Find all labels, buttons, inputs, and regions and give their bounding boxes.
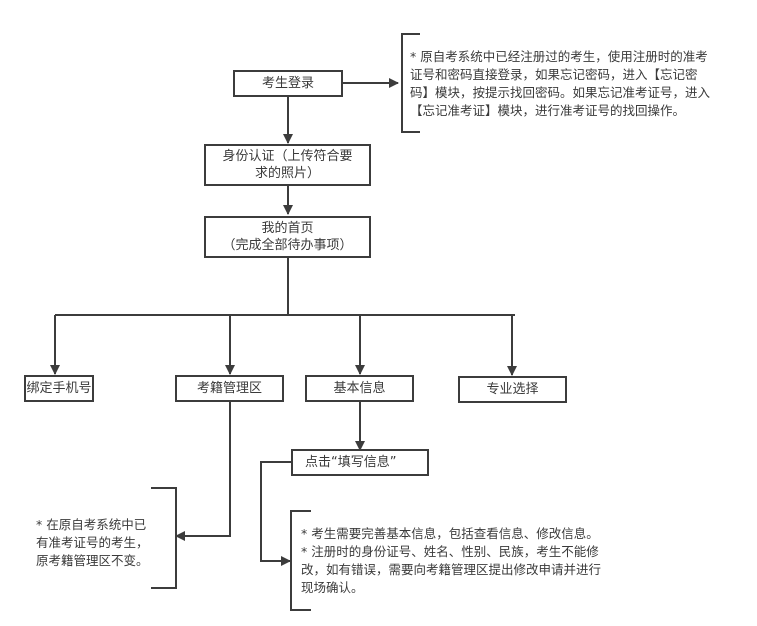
node-login: 考生登录	[233, 70, 343, 97]
node-registry-area-label: 考籍管理区	[196, 381, 262, 396]
note-registry-line: 有准考证号的考生，	[36, 535, 149, 550]
node-identity-verification: 身份认证（上传符合要 求的照片）	[204, 144, 371, 186]
note-login-line: * 原自考系统中已经注册过的考生，使用注册时的准考	[410, 49, 708, 64]
node-home-line2: （完成全部待办事项）	[222, 238, 353, 253]
arrow-click-to-note	[260, 461, 291, 566]
node-click-fill-info: 点击“填写信息”	[291, 449, 429, 476]
node-login-label: 考生登录	[261, 76, 314, 91]
bracket-registry-note	[151, 487, 177, 589]
note-info-line: * 注册时的身份证号、姓名、性别、民族，考生不能修	[301, 544, 599, 559]
note-info-line: * 考生需要完善基本信息，包括查看信息、修改信息。	[301, 526, 599, 541]
node-identity-line1: 身份认证（上传符合要	[222, 149, 353, 164]
node-registry-area: 考籍管理区	[175, 375, 284, 402]
note-registry-line: * 在原自考系统中已	[36, 517, 147, 532]
node-basic-info-label: 基本信息	[333, 381, 386, 396]
note-basic-info: * 考生需要完善基本信息，包括查看信息、修改信息。 * 注册时的身份证号、姓名、…	[301, 525, 661, 597]
note-info-line: 改，如有错误，需要向考籍管理区提出修改申请并进行	[301, 562, 602, 577]
arrow-registry-to-note	[175, 402, 231, 541]
node-home-line1: 我的首页	[261, 221, 314, 236]
node-basic-info: 基本信息	[305, 375, 414, 402]
note-login-line: 证号和密码直接登录，如果忘记密码，进入【忘记密	[410, 67, 698, 82]
node-major-selection: 专业选择	[458, 376, 567, 403]
node-bind-phone-label: 绑定手机号	[26, 381, 92, 396]
node-identity-line2: 求的照片）	[254, 166, 320, 181]
note-registry-line: 原考籍管理区不变。	[36, 553, 149, 568]
note-login-line: 【忘记准考证】模块，进行准考证号的找回操作。	[410, 103, 686, 118]
node-bind-phone: 绑定手机号	[24, 375, 94, 402]
note-registry: * 在原自考系统中已 有准考证号的考生， 原考籍管理区不变。	[36, 516, 176, 570]
note-info-line: 现场确认。	[301, 580, 364, 595]
note-login: * 原自考系统中已经注册过的考生，使用注册时的准考 证号和密码直接登录，如果忘记…	[410, 48, 755, 120]
node-home: 我的首页 （完成全部待办事项）	[204, 216, 371, 258]
bracket-login-note	[401, 33, 420, 133]
node-click-fill-info-label: 点击“填写信息”	[305, 455, 397, 470]
node-major-selection-label: 专业选择	[486, 382, 539, 397]
note-login-line: 码】模块，按提示找回密码。如果忘记准考证号，进入	[410, 85, 711, 100]
bracket-info-note	[290, 510, 311, 611]
